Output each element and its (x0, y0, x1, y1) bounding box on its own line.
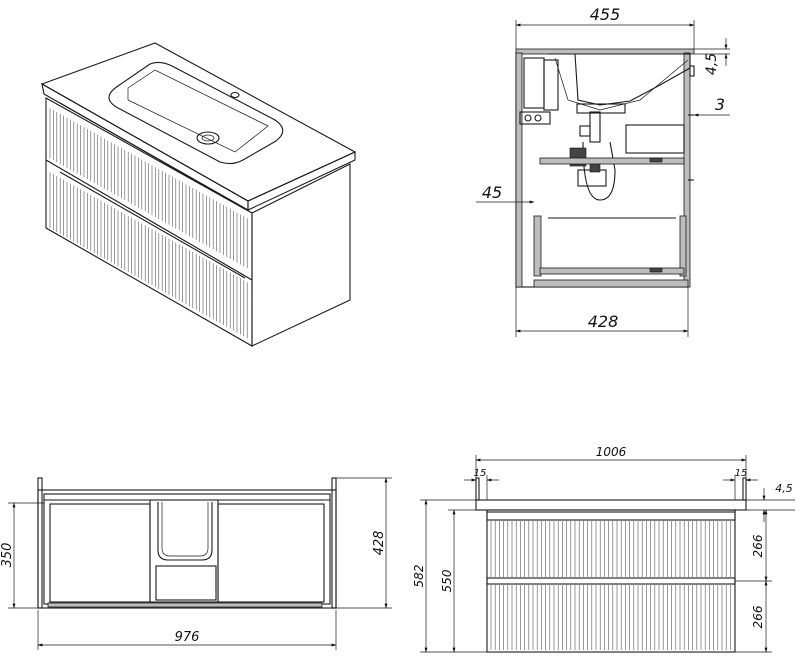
dim-side-setback: 45 (482, 183, 502, 202)
front-view (420, 455, 795, 653)
dim-front-side-left: 15 (474, 468, 487, 479)
dim-front-drawer-lower: 266 (751, 605, 765, 628)
isometric-fluting (49, 108, 248, 339)
isometric-view (40, 42, 357, 347)
side-section-view (476, 20, 730, 337)
dim-side-width-bottom: 428 (588, 312, 619, 331)
dim-front-overall-height: 582 (412, 565, 426, 588)
dim-front-drawer-upper: 266 (751, 534, 765, 557)
front-fluting (490, 521, 731, 650)
dim-side-width-top: 455 (590, 5, 621, 24)
dim-front-overall-width: 1006 (596, 445, 627, 459)
dim-top-view-depth-right: 428 (372, 531, 387, 556)
dim-side-overhang: 3 (715, 95, 725, 114)
dim-front-side-right: 15 (735, 468, 748, 479)
dim-side-top-thickness: 4,5 (704, 53, 720, 75)
top-view (8, 477, 392, 650)
dim-front-top-thickness: 4,5 (775, 482, 793, 495)
dim-top-view-depth-left: 350 (0, 543, 15, 568)
dim-top-view-width: 976 (175, 630, 200, 645)
dim-front-body-height: 550 (440, 569, 454, 592)
